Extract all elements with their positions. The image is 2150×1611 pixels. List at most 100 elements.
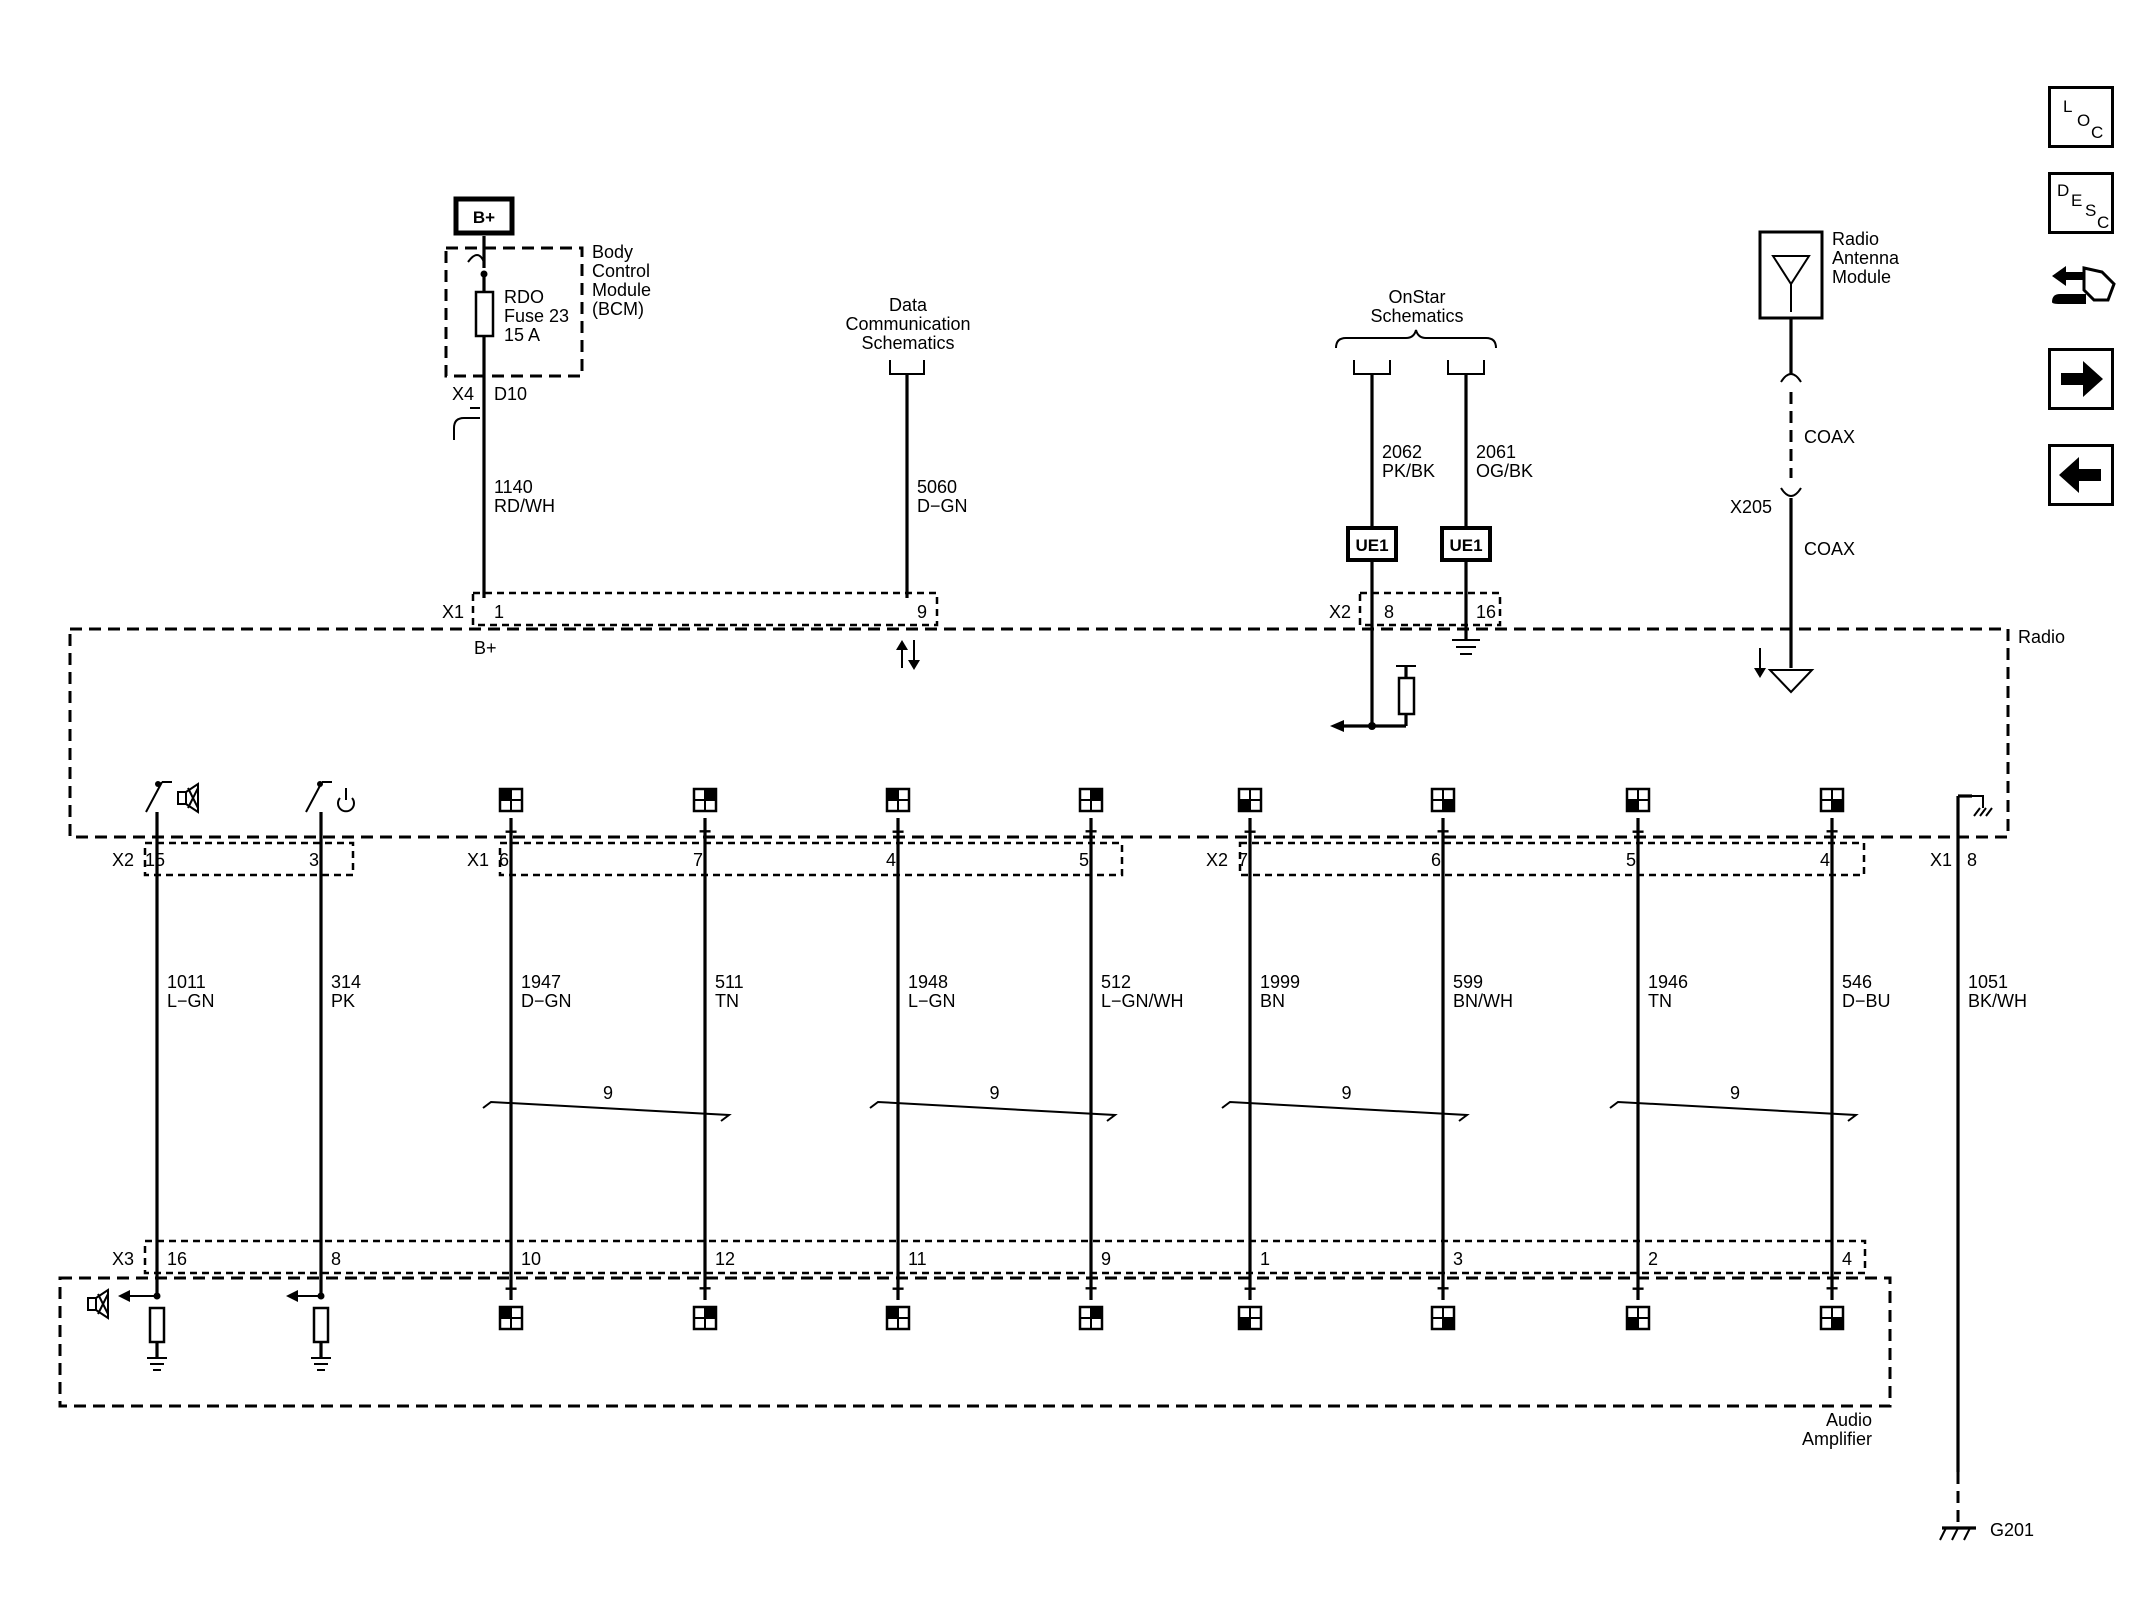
twisted-pair-indicator: 9	[482, 1083, 732, 1122]
svg-text:BK/WH: BK/WH	[1968, 991, 2027, 1011]
previous-button[interactable]	[2048, 444, 2114, 506]
radio-speaker-terminal-icon	[1078, 787, 1104, 813]
svg-text:D−GN: D−GN	[917, 496, 968, 516]
circuit-number: 1947	[521, 972, 561, 992]
radio-pin-label: 4	[1820, 850, 1830, 870]
arrow-right-icon	[2061, 361, 2103, 397]
polarity-label: +	[1085, 1276, 1098, 1301]
x3-connector	[143, 1239, 1867, 1275]
svg-text:Antenna: Antenna	[1832, 248, 1900, 268]
radio-pin-label: 4	[886, 850, 896, 870]
data-communication-label: Data Communication Schematics	[845, 295, 970, 353]
radio-speaker-terminal-icon	[885, 787, 911, 813]
amp-speaker-terminal-icon	[1819, 1305, 1845, 1331]
radio-antenna-module	[1758, 230, 1824, 320]
x4-label: X4	[452, 384, 474, 404]
loc-letter: O	[2077, 111, 2091, 130]
svg-text:Schematics: Schematics	[861, 333, 954, 353]
mute-switch-icon	[145, 781, 199, 814]
polarity-label: +	[1437, 1276, 1450, 1301]
svg-text:Module: Module	[592, 280, 651, 300]
component-view-button[interactable]	[2048, 258, 2120, 320]
ue1-splice-right: UE1	[1440, 526, 1492, 562]
svg-text:Module: Module	[1832, 267, 1891, 287]
amp-pin-label: 10	[521, 1249, 541, 1269]
wire-color: L−GN	[167, 991, 215, 1011]
coax-connector-symbol	[1780, 487, 1802, 497]
svg-text:5060: 5060	[917, 477, 957, 497]
circuit-5060-label: 5060 D−GN	[917, 477, 968, 516]
ground-icon	[1452, 639, 1480, 655]
radio-pin-label: 15	[145, 850, 165, 870]
loc-letter: L	[2063, 97, 2073, 116]
description-button[interactable]: D E S C	[2048, 172, 2114, 234]
next-button[interactable]	[2048, 348, 2114, 410]
wire-color: BN/WH	[1453, 991, 1513, 1011]
polarity-label: +	[1437, 819, 1450, 844]
wire-color: L−GN/WH	[1101, 991, 1184, 1011]
serial-data-arrows-icon	[896, 640, 920, 670]
wire-color: TN	[715, 991, 739, 1011]
twisted-pair-indicator: 9	[1609, 1083, 1859, 1122]
polarity-label: −	[892, 819, 905, 844]
connector-symbol	[1353, 360, 1391, 375]
circuit-number: 546	[1842, 972, 1872, 992]
wire-color: TN	[1648, 991, 1672, 1011]
circuit-1140-label: 1140 RD/WH	[494, 477, 555, 516]
radio-pin-label: 6	[1431, 850, 1441, 870]
amp-pin-label: 4	[1842, 1249, 1852, 1269]
ground-wire-1051: 1051 BK/WH G201	[1939, 794, 2034, 1541]
amp-pin-label: 1	[1260, 1249, 1270, 1269]
svg-text:Control: Control	[592, 261, 650, 281]
radio-label: Radio	[2018, 627, 2065, 647]
amp-speaker-terminal-icon	[692, 1305, 718, 1331]
polarity-label: +	[1085, 819, 1098, 844]
x1-label: X1	[467, 850, 489, 870]
svg-text:UE1: UE1	[1355, 536, 1388, 555]
polarity-label: −	[505, 1276, 518, 1301]
radio-pin-label: 7	[693, 850, 703, 870]
x2-label-top: X2	[1329, 602, 1351, 622]
polarity-label: −	[892, 1276, 905, 1301]
amp-speaker-terminal-icon	[1078, 1305, 1104, 1331]
fuse-icon	[474, 290, 495, 338]
radio-pin-label: 5	[1079, 850, 1089, 870]
x1-label-top: X1	[442, 602, 464, 622]
svg-text:Data: Data	[889, 295, 928, 315]
radio-speaker-terminal-icon	[1430, 787, 1456, 813]
bplus-pin-label: B+	[474, 638, 497, 658]
loc-letter: C	[2091, 123, 2104, 142]
coax-label-lower: COAX	[1804, 539, 1855, 559]
circuit-number: 1011	[167, 972, 206, 992]
radio-pin-label: 3	[309, 850, 319, 870]
svg-text:(BCM): (BCM)	[592, 299, 644, 319]
polarity-label: +	[1826, 1276, 1839, 1301]
svg-text:15 A: 15 A	[504, 325, 540, 345]
power-switch-icon	[305, 781, 355, 813]
svg-text:OG/BK: OG/BK	[1476, 461, 1533, 481]
twist-label: 9	[989, 1083, 999, 1103]
twist-label: 9	[603, 1083, 613, 1103]
circuit-2061-label: 2061 OG/BK	[1476, 442, 1533, 481]
pin-label: 16	[1476, 602, 1496, 622]
audio-amplifier-box	[58, 1276, 1892, 1408]
svg-text:Schematics: Schematics	[1370, 306, 1463, 326]
svg-text:B+: B+	[473, 208, 495, 227]
connector-wrench-icon	[2052, 266, 2116, 304]
arrow-left-icon	[2059, 457, 2101, 493]
svg-text:Body: Body	[592, 242, 633, 262]
location-button[interactable]: L O C	[2048, 86, 2114, 148]
x2b-connector-radio-bottom	[1238, 841, 1866, 877]
amp-pin-label: 16	[167, 1249, 187, 1269]
svg-text:2062: 2062	[1382, 442, 1422, 462]
amp-pin-label: 11	[908, 1249, 927, 1269]
svg-text:Amplifier: Amplifier	[1802, 1429, 1872, 1449]
onstar-label: OnStar Schematics	[1370, 287, 1463, 326]
svg-text:PK/BK: PK/BK	[1382, 461, 1435, 481]
x205-label: X205	[1730, 497, 1772, 517]
